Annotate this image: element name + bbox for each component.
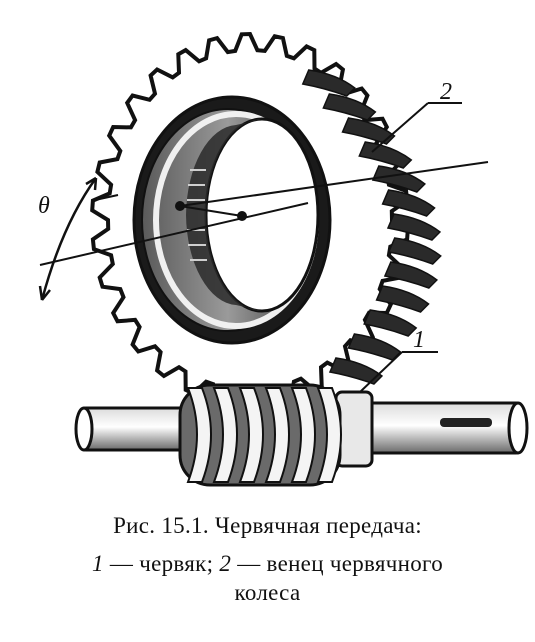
leader-1: [359, 351, 403, 393]
helical-tooth: [383, 261, 439, 289]
helical-tooth: [386, 213, 442, 241]
worm-threads: [178, 383, 342, 487]
shaft-right-end: [507, 401, 529, 455]
keyway: [440, 418, 492, 427]
caption-text-1: — червяк;: [103, 551, 220, 576]
worm-thread: [212, 387, 238, 483]
caption-text-2: — венец червячного: [231, 551, 443, 576]
helical-tooth: [358, 141, 413, 169]
worm-thread: [238, 387, 264, 483]
caption-num-2: 2: [219, 551, 232, 576]
angle-label: θ: [38, 193, 50, 219]
helical-tooth: [301, 69, 356, 97]
angle-arrow-bottom: [38, 285, 51, 301]
annotations: θ 2 1: [38, 79, 489, 393]
worm-shaft: [74, 383, 529, 487]
worm-wheel: [90, 31, 442, 409]
angle-tick: [94, 194, 119, 201]
worm-thread: [316, 387, 342, 483]
bore-hatch: [187, 169, 207, 261]
helical-tooth: [347, 333, 402, 361]
helical-tooth: [387, 237, 442, 265]
caption-num-1: 1: [91, 551, 104, 576]
shaft-left: [80, 406, 194, 452]
helical-tooth: [371, 165, 426, 193]
angle-arrow-top: [85, 176, 98, 191]
worm-thread: [186, 387, 212, 483]
axis-connector: [179, 205, 243, 217]
helical-tooth: [341, 117, 396, 145]
caption-continuation: колеса: [234, 580, 301, 605]
worm-thread: [290, 387, 316, 483]
wheel-bore: [204, 117, 320, 313]
helical-tooth: [363, 309, 418, 337]
caption-legend: 1 — червяк; 2 — венец червячного: [0, 551, 535, 577]
angle-arc: [40, 177, 98, 301]
shaft-left-end: [74, 406, 94, 452]
caption-title: Рис. 15.1. Червячная передача:: [113, 513, 422, 538]
label-wheel: 2: [440, 79, 452, 105]
label-worm: 1: [413, 327, 425, 353]
wheel-axis-line: [39, 202, 309, 266]
worm-gear-illustration: θ 2 1: [38, 31, 529, 487]
worm-axis-line: [179, 161, 489, 207]
helical-tooth: [322, 93, 377, 121]
shaft-right: [358, 401, 522, 455]
helical-teeth: [301, 69, 442, 385]
bore-inner-shadow: [186, 119, 262, 311]
helical-tooth: [381, 189, 436, 217]
leader-2: [371, 102, 429, 153]
helical-tooth: [328, 357, 384, 385]
worm-thread: [264, 387, 290, 483]
helical-tooth: [375, 285, 430, 313]
